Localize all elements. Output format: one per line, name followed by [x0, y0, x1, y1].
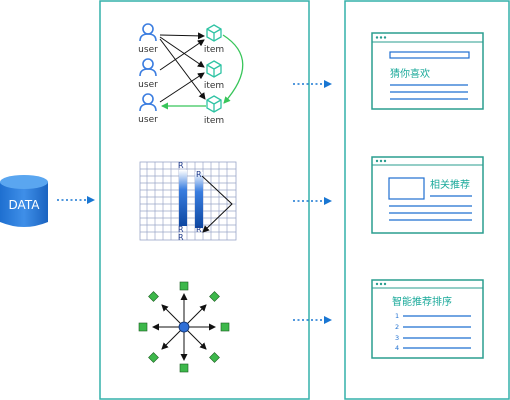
item-label: item	[204, 116, 224, 126]
item-similarity-curve	[222, 34, 244, 104]
network-node	[209, 291, 220, 302]
list-number: 1	[395, 312, 399, 320]
image-placeholder-icon	[388, 177, 425, 200]
window-related-recommend: 相关推荐	[371, 156, 484, 234]
search-bar-icon	[389, 51, 470, 59]
window-title: 猜你喜欢	[390, 67, 430, 80]
user-node-2: user	[138, 58, 158, 90]
network-node	[220, 322, 230, 332]
data-label: DATA	[9, 198, 41, 212]
r-label: R	[178, 225, 184, 234]
item-node-3: item	[204, 95, 224, 126]
database-icon	[0, 177, 48, 227]
swap-arrow	[201, 175, 233, 233]
list-number: 4	[395, 344, 399, 352]
network-node	[148, 291, 159, 302]
user-item-edges	[159, 32, 206, 103]
r-label: R	[196, 225, 202, 234]
item-label: item	[204, 45, 224, 55]
window-smart-ranking: 智能推荐排序 1 2 3 4	[371, 279, 484, 359]
list-number: 2	[395, 323, 399, 331]
user-node-1: user	[138, 23, 158, 55]
r-label: R	[178, 161, 184, 170]
network-node	[138, 322, 148, 332]
matrix-column-bar	[179, 170, 187, 226]
r-label: R	[178, 233, 184, 242]
star-network	[138, 281, 230, 373]
browser-window	[371, 32, 484, 110]
window-title: 相关推荐	[430, 178, 470, 191]
user-label: user	[138, 45, 158, 55]
browser-window	[371, 279, 484, 359]
network-node	[209, 352, 220, 363]
network-node	[179, 281, 189, 291]
data-source: DATA	[0, 175, 48, 227]
matrix-grid	[139, 161, 237, 241]
cube-icon	[206, 60, 222, 78]
user-node-3: user	[138, 93, 158, 125]
cube-icon	[206, 24, 222, 42]
item-node-2: item	[204, 60, 224, 91]
cube-icon	[206, 95, 222, 113]
user-label: user	[138, 115, 158, 125]
window-guess-you-like: 猜你喜欢	[371, 32, 484, 110]
database-top	[0, 175, 48, 189]
list-number: 3	[395, 334, 399, 342]
window-title: 智能推荐排序	[392, 295, 452, 308]
r-label: R	[196, 170, 202, 179]
user-label: user	[138, 80, 158, 90]
network-node	[148, 352, 159, 363]
network-node	[179, 363, 189, 373]
center-node	[178, 321, 190, 333]
item-label: item	[204, 81, 224, 91]
matrix-column-bar	[195, 172, 203, 228]
item-node-1: item	[204, 24, 224, 55]
matrix-factorization: R R R R R	[139, 161, 237, 242]
user-item-graph: user user user item item	[138, 23, 244, 126]
